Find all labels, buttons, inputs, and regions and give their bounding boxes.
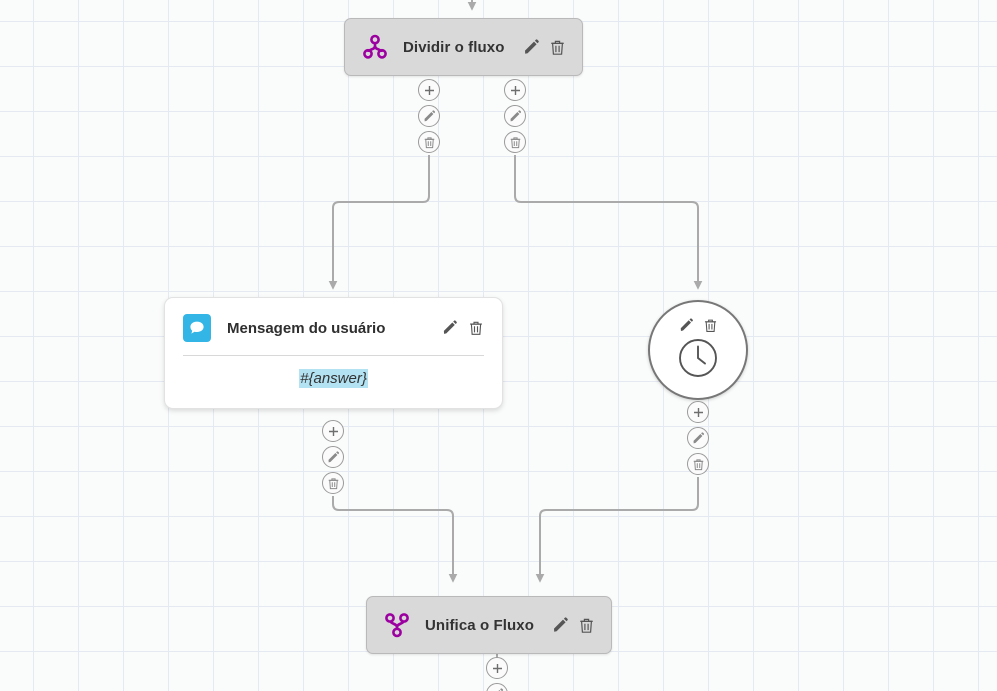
edge-actions-delay[interactable] <box>687 401 709 475</box>
card-body: #{answer} <box>165 356 502 408</box>
add-step-button[interactable] <box>504 79 526 101</box>
delete-node-button[interactable] <box>703 318 718 333</box>
edge-actions-message[interactable] <box>322 420 344 494</box>
node-title: Mensagem do usuário <box>227 319 386 337</box>
delete-node-button[interactable] <box>468 320 484 336</box>
node-tools <box>679 318 718 333</box>
edit-connection-button[interactable] <box>687 427 709 449</box>
answer-token[interactable]: #{answer} <box>299 369 368 388</box>
edit-node-button[interactable] <box>442 320 458 336</box>
delete-connection-button[interactable] <box>418 131 440 153</box>
edge-split-to-message <box>328 155 430 290</box>
merge-flow-icon <box>383 611 411 639</box>
edit-connection-button[interactable] <box>322 446 344 468</box>
add-step-button[interactable] <box>418 79 440 101</box>
edge-message-to-merge <box>332 496 458 583</box>
node-tools <box>442 320 484 336</box>
card-header: Mensagem do usuário <box>165 298 502 355</box>
delete-connection-button[interactable] <box>504 131 526 153</box>
node-merge-flow[interactable]: Unifica o Fluxo <box>366 596 613 654</box>
clock-icon <box>677 337 719 384</box>
node-title: Unifica o Fluxo <box>425 616 535 634</box>
node-split-flow[interactable]: Dividir o fluxo <box>344 18 583 76</box>
edge-actions-split-left[interactable] <box>418 79 440 153</box>
card-divider <box>183 355 484 356</box>
node-tools <box>523 38 566 56</box>
delete-node-button[interactable] <box>549 39 566 56</box>
delete-connection-button[interactable] <box>322 472 344 494</box>
node-tools <box>552 616 595 634</box>
edit-connection-button[interactable] <box>486 683 508 691</box>
add-step-button[interactable] <box>486 657 508 679</box>
delete-node-button[interactable] <box>578 617 595 634</box>
edit-node-button[interactable] <box>679 318 694 333</box>
edit-connection-button[interactable] <box>418 105 440 127</box>
edge-actions-split-right[interactable] <box>504 79 526 153</box>
node-title: Dividir o fluxo <box>403 38 505 56</box>
split-flow-icon <box>361 33 389 61</box>
add-step-button[interactable] <box>687 401 709 423</box>
edit-node-button[interactable] <box>552 616 569 634</box>
edge-split-to-delay <box>514 155 703 290</box>
delete-connection-button[interactable] <box>687 453 709 475</box>
edge-actions-merge[interactable] <box>486 657 508 691</box>
node-delay[interactable] <box>648 300 748 400</box>
chat-bubble-icon <box>183 314 211 342</box>
edit-connection-button[interactable] <box>504 105 526 127</box>
node-user-message[interactable]: Mensagem do usuário <box>164 297 503 409</box>
edit-node-button[interactable] <box>523 38 540 56</box>
add-step-button[interactable] <box>322 420 344 442</box>
edge-delay-to-merge <box>535 477 699 583</box>
